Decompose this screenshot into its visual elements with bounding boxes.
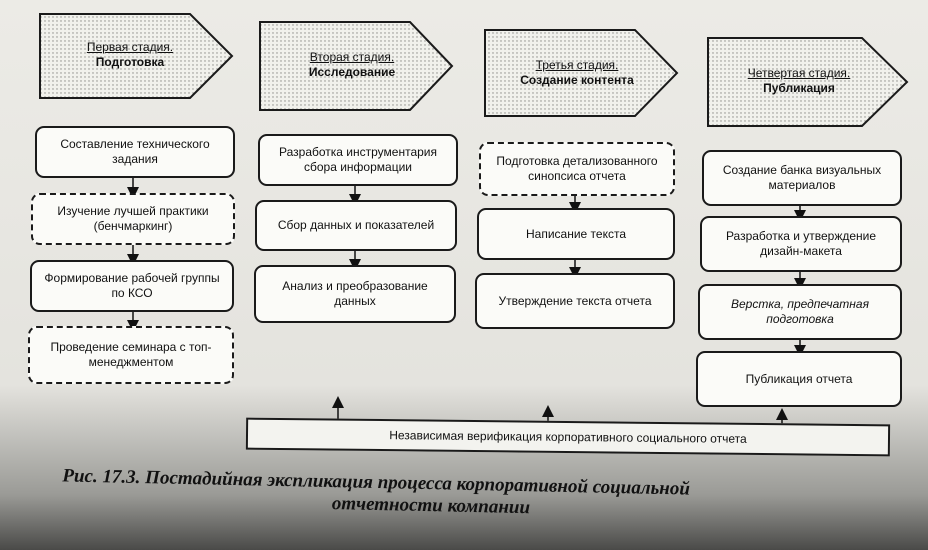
stage-4-step-4: Публикация отчета: [696, 351, 902, 407]
stage-1-name: Подготовка: [95, 55, 165, 69]
stage-3-title: Третья стадия.: [535, 58, 619, 72]
stage-4-title: Четвертая стадия.: [747, 66, 851, 80]
stage-3-label: Третья стадия. Создание контента: [502, 58, 652, 88]
stage-4-step-3: Верстка, предпечатная подготовка: [698, 284, 902, 340]
stage-1-step-2: Изучение лучшей практики (бенчмаркинг): [31, 193, 235, 245]
stage-3-step-2: Написание текста: [477, 208, 675, 260]
stage-2-name: Исследование: [308, 65, 396, 79]
stage-3-name: Создание контента: [520, 73, 634, 87]
stage-4-step-2: Разработка и утверждение дизайн-макета: [700, 216, 902, 272]
stage-3-step-1: Подготовка детализованного синопсиса отч…: [479, 142, 675, 196]
stage-1-label: Первая стадия. Подготовка: [60, 40, 200, 70]
verification-bar: Независимая верификация корпоративного с…: [245, 417, 891, 457]
stage-4-name: Публикация: [763, 81, 835, 95]
stage-1-step-3: Формирование рабочей группы по КСО: [30, 260, 234, 312]
stage-3-step-3: Утверждение текста отчета: [475, 273, 675, 329]
stage-2-chevron: [259, 21, 454, 111]
stage-1-chevron: [39, 13, 234, 99]
stage-4-chevron: [707, 37, 909, 127]
stage-1-step-1: Составление технического задания: [35, 126, 235, 178]
stage-4-step-1: Создание банка визуальных материалов: [702, 150, 902, 206]
stage-4-label: Четвертая стадия. Публикация: [724, 66, 874, 96]
stage-1-step-4: Проведение семинара с топ-менеджментом: [28, 326, 234, 384]
stage-1-title: Первая стадия.: [86, 40, 174, 54]
stage-2-step-2: Сбор данных и показателей: [255, 200, 457, 251]
stage-2-step-3: Анализ и преобразование данных: [254, 265, 456, 323]
stage-3-chevron: [484, 29, 679, 117]
stage-2-title: Вторая стадия.: [309, 50, 395, 64]
stage-2-label: Вторая стадия. Исследование: [282, 50, 422, 80]
stage-2-step-1: Разработка инструментария сбора информац…: [258, 134, 458, 186]
